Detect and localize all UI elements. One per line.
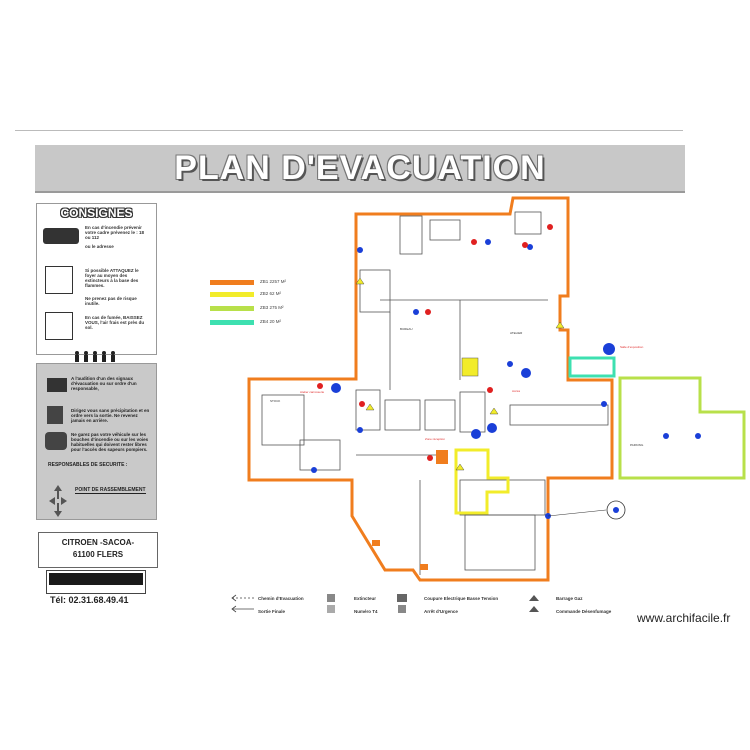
svg-text:Accès: Accès (512, 389, 521, 393)
svg-text:BUREAU: BUREAU (400, 327, 413, 331)
zone-label-zb2: ZB2 62 M² (260, 291, 282, 296)
svg-text:Zone réception: Zone réception (425, 437, 445, 441)
title-banner: PLAN D'EVACUATION (35, 145, 685, 193)
arrows-icon (49, 485, 67, 517)
extinguisher-person-icon (45, 266, 73, 294)
consignes-panel: CONSIGNES En cas d'incendie prévenir vot… (36, 203, 157, 355)
legend-sortie: Sortie Finale (258, 609, 286, 614)
svg-text:Salle d'exposition: Salle d'exposition (620, 345, 644, 349)
legend-numero: Numéro T4 (354, 609, 378, 614)
company-city: 61100 FLERS (72, 550, 124, 559)
risk-text: Ne prenez pas de risque inutile. (85, 296, 137, 306)
svg-text:PARKING: PARKING (630, 443, 644, 447)
fire-text: En cas d'incendie prévenir votre cadre p… (85, 225, 145, 240)
zone-label-zb4: ZB4 20 M² (260, 319, 282, 324)
legend-chemin: Chemin d'Evacuation (258, 596, 304, 601)
zone-label-zb3: ZB3 275 M² (260, 305, 284, 310)
watermark[interactable]: www.archifacile.fr (637, 611, 731, 625)
legend-barrage: Barrage Gaz (556, 596, 583, 601)
crawling-person-icon (45, 312, 73, 340)
company-phone: Tél: 02.31.68.49.41 (50, 595, 129, 605)
consignes-heading: CONSIGNES (60, 206, 133, 220)
svg-text:ATELIER: ATELIER (510, 331, 523, 335)
legend-commande: Commande Désenfumage (556, 609, 612, 614)
zone-swatch-zb1 (210, 280, 254, 285)
legend-symbols-left (231, 594, 254, 613)
page-title: PLAN D'EVACUATION (174, 149, 546, 187)
svg-text:Atelier carrosserie: Atelier carrosserie (300, 390, 325, 394)
legend-gas-icon (529, 595, 539, 612)
zone-label-zb1: ZB1 2257 M² (260, 279, 287, 284)
company-logo (46, 570, 146, 594)
running-people-icon (75, 351, 115, 362)
rassemblement-label: POINT DE RASSEMBLEMENT (75, 487, 146, 494)
zone-zb3-outline (618, 376, 746, 480)
zone-zb4-outline (568, 356, 616, 378)
signal-text: A l'audition d'un des signaux d'évacuati… (71, 376, 137, 391)
legend-coupure: Coupure Electrique Basse Tension (424, 596, 499, 601)
car-icon (45, 432, 67, 450)
company-name: CITROEN -SACOA- (61, 538, 135, 547)
legend-electric-icon (397, 594, 407, 613)
zone-zb1-outline (247, 196, 614, 582)
attack-text: Si possible ATTAQUEZ le foyer au moyen d… (85, 268, 139, 288)
zone-zb2-outline (454, 448, 510, 515)
legend-extincteur: Extincteur (354, 596, 377, 601)
svg-text:STOCK: STOCK (270, 399, 280, 403)
fire-truck-icon (43, 228, 79, 244)
direct-text: Dirigez vous sans précipitation et en or… (71, 408, 150, 423)
fire-text-2: ou le adresse (85, 244, 114, 249)
alarm-icon (47, 378, 67, 392)
zone-swatch-zb4 (210, 320, 254, 325)
vehicle-text: Ne garez pas votre véhicule sur les bouc… (71, 432, 149, 452)
company-box: CITROEN -SACOA- 61100 FLERS (38, 532, 158, 568)
legend-extinguisher-icon (327, 594, 335, 613)
responsables-label: RESPONSABLES DE SECURITE : (48, 462, 128, 468)
zone-swatch-zb3 (210, 306, 254, 311)
exit-icon (47, 406, 63, 424)
smoke-text: En cas de fumée, BAISSEZ VOUS, l'air fra… (85, 315, 145, 330)
zone-swatch-zb2 (210, 292, 254, 297)
legend-arret: Arrêt d'Urgence (424, 609, 458, 614)
